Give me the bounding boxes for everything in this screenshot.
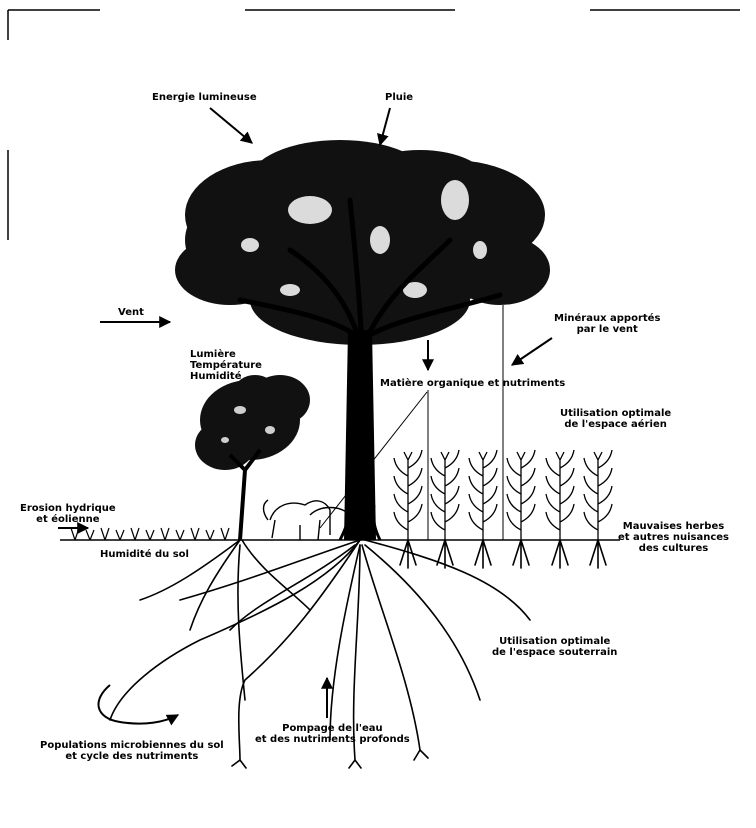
goat-icon bbox=[262, 499, 351, 541]
microbial-cycle-arrow bbox=[97, 684, 180, 726]
microclimate-label: Lumière Température Humidité bbox=[190, 349, 262, 382]
arrows bbox=[58, 107, 553, 726]
maize-plant bbox=[393, 449, 423, 540]
maize-plant bbox=[583, 449, 613, 540]
maize-plant bbox=[545, 449, 575, 540]
organic-to-soil-line bbox=[319, 391, 428, 529]
scan-border bbox=[7, 9, 740, 240]
erosion-label: Erosion hydrique et éolienne bbox=[20, 503, 116, 525]
wind-minerals-label: Minéraux apportés par le vent bbox=[554, 313, 661, 335]
underground-space-label: Utilisation optimale de l'espace souterr… bbox=[492, 636, 618, 658]
maize-plant bbox=[506, 449, 536, 540]
maize-plant-icon bbox=[393, 449, 613, 540]
organic-matter-label: Matière organique et nutriments bbox=[380, 378, 566, 389]
grass-tufts bbox=[70, 527, 230, 541]
wind-minerals-arrow bbox=[511, 337, 553, 366]
weeds-label: Mauvaises herbes et autres nuisances des… bbox=[618, 521, 729, 554]
light-arrow bbox=[209, 107, 253, 144]
aerial-space-label: Utilisation optimale de l'espace aérien bbox=[560, 408, 672, 430]
shrub-icon bbox=[195, 375, 310, 541]
wind-label: Vent bbox=[118, 307, 144, 318]
tree-icon bbox=[175, 140, 550, 541]
soil-moisture-label: Humidité du sol bbox=[100, 549, 189, 560]
rain-arrow bbox=[377, 107, 391, 147]
maize-plant bbox=[468, 449, 498, 540]
deep-pumping-label: Pompage de l'eau et des nutriments profo… bbox=[255, 723, 410, 745]
microbial-label: Populations microbiennes du sol et cycle… bbox=[40, 740, 224, 762]
rain-label: Pluie bbox=[385, 92, 414, 103]
maize-plant bbox=[430, 449, 460, 540]
light-energy-label: Energie lumineuse bbox=[152, 92, 257, 103]
root-system bbox=[109, 539, 607, 769]
